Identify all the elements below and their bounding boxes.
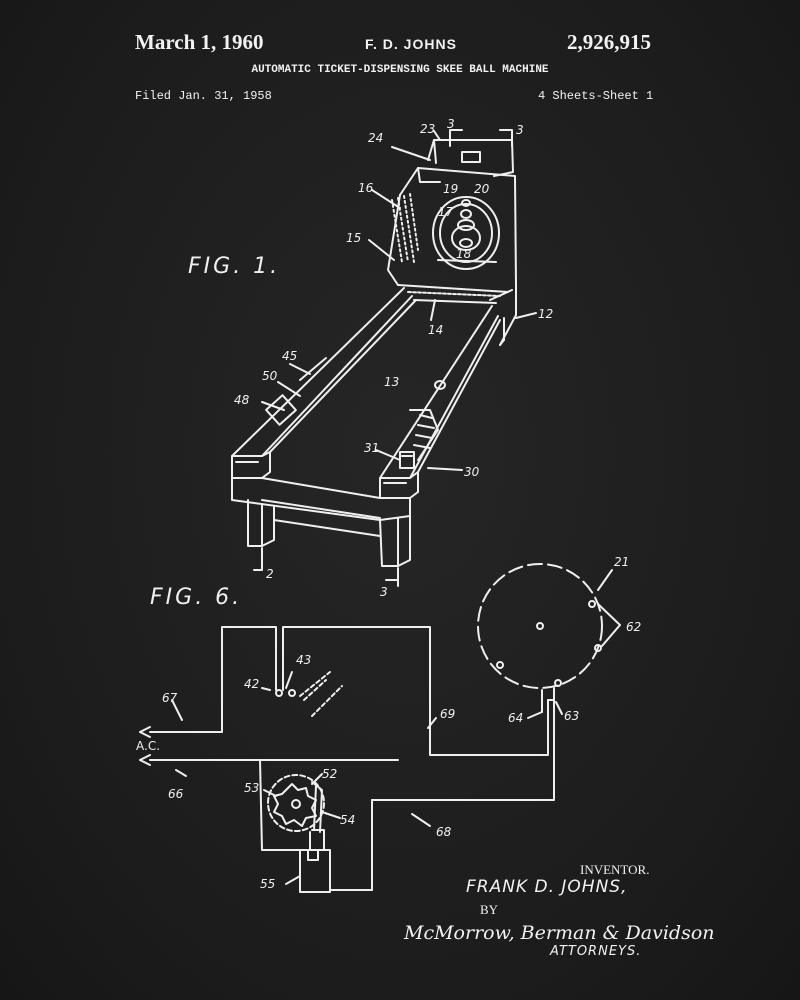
skee-ball-machine-drawing <box>231 129 537 587</box>
attorneys-label: ATTORNEYS. <box>550 944 642 959</box>
ref-23: 23 <box>420 122 435 136</box>
patent-title: AUTOMATIC TICKET-DISPENSING SKEE BALL MA… <box>251 64 549 76</box>
fig6-label: FIG. 6. <box>150 585 242 610</box>
ref-62: 62 <box>626 620 641 634</box>
ac-label: A.C. <box>136 739 160 753</box>
inventor-label: INVENTOR. <box>580 862 650 877</box>
ref-45: 45 <box>282 349 297 363</box>
filed-date: Filed Jan. 31, 1958 <box>135 89 272 103</box>
ref-69: 69 <box>440 707 455 721</box>
ref-52: 52 <box>322 767 337 781</box>
ref-43: 43 <box>296 653 311 667</box>
ref-24: 24 <box>368 131 383 145</box>
ref-68: 68 <box>436 825 452 839</box>
ref-18: 18 <box>456 247 472 261</box>
ref-3c: 3 <box>380 585 388 599</box>
ref-53: 53 <box>244 781 259 795</box>
ref-3b: 3 <box>516 123 524 137</box>
sheet-count: 4 Sheets-Sheet 1 <box>538 89 654 103</box>
ref-64: 64 <box>508 711 523 725</box>
attorneys-signature: McMorrow, Berman & Davidson <box>404 922 715 944</box>
ref-2: 2 <box>266 567 274 581</box>
ref-48: 48 <box>234 393 250 407</box>
ref-21: 21 <box>614 555 629 569</box>
ref-63: 63 <box>564 709 579 723</box>
inventor-header: F. D. JOHNS <box>365 36 457 52</box>
ref-42: 42 <box>244 677 259 691</box>
circuit-diagram <box>139 563 621 893</box>
ref-31: 31 <box>364 441 379 455</box>
fig1-label: FIG. 1. <box>188 254 280 279</box>
ref-30: 30 <box>464 465 480 479</box>
ref-55: 55 <box>260 877 275 891</box>
ref-20: 20 <box>474 182 490 196</box>
patent-date: March 1, 1960 <box>135 30 264 54</box>
ref-15: 15 <box>346 231 361 245</box>
ref-13: 13 <box>384 375 399 389</box>
ref-14: 14 <box>428 323 443 337</box>
ref-54: 54 <box>340 813 355 827</box>
ref-12: 12 <box>538 307 553 321</box>
ref-17: 17 <box>438 205 454 219</box>
by-label: BY <box>480 902 499 917</box>
patent-number: 2,926,915 <box>567 30 651 54</box>
ref-3a: 3 <box>447 117 455 131</box>
ref-66: 66 <box>168 787 184 801</box>
inventor-name: FRANK D. JOHNS, <box>466 877 628 897</box>
ref-50: 50 <box>262 369 278 383</box>
ref-67: 67 <box>162 691 178 705</box>
ref-19: 19 <box>443 182 458 196</box>
ref-16: 16 <box>358 181 374 195</box>
